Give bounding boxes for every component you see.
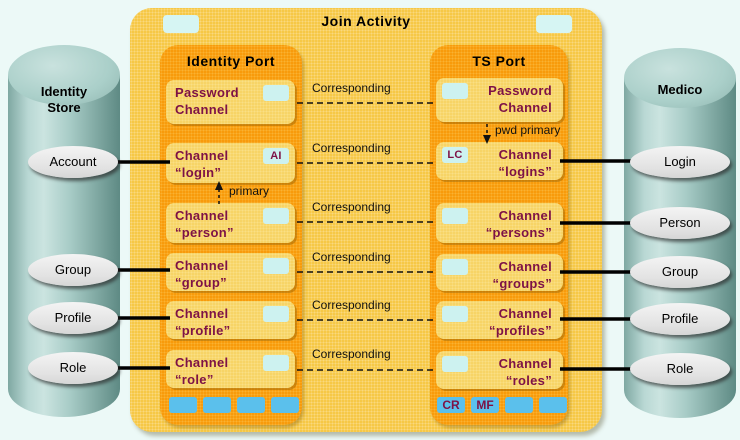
cr-badge: CR xyxy=(437,397,465,413)
ts-channel-persons: Channel “persons” xyxy=(436,203,563,243)
channel-label-line2: Channel xyxy=(498,100,552,115)
pwd-primary-label: pwd primary xyxy=(495,123,561,137)
channel-badge xyxy=(263,258,289,274)
channel-label-line1: Channel xyxy=(498,147,552,162)
corresponding-label-5: Corresponding xyxy=(312,298,391,312)
corresponding-label-1: Corresponding xyxy=(312,81,391,95)
identity-store-cylinder-top xyxy=(8,45,120,105)
channel-label-line1: Channel xyxy=(498,259,552,274)
ts-port-footer: CR MF xyxy=(437,397,567,413)
entity-group-left: Group xyxy=(28,254,118,286)
identity-channel-role: Channel “role” xyxy=(166,350,295,388)
footer-square xyxy=(237,397,265,413)
channel-label-line2: “role” xyxy=(175,372,214,387)
ts-port-title: TS Port xyxy=(472,53,526,69)
footer-square xyxy=(505,397,533,413)
channel-badge xyxy=(442,306,468,322)
channel-label-line2: “roles” xyxy=(505,373,552,388)
channel-badge xyxy=(442,356,468,372)
entity-person: Person xyxy=(630,207,730,239)
identity-channel-person: Channel “person” xyxy=(166,203,295,243)
footer-square xyxy=(169,397,197,413)
channel-badge xyxy=(442,83,468,99)
channel-label-line1: Channel xyxy=(498,208,552,223)
channel-label-line1: Channel xyxy=(498,306,552,321)
ts-channel-roles: Channel “roles” xyxy=(436,351,563,389)
channel-label-line2: “person” xyxy=(175,225,234,240)
entity-group-right: Group xyxy=(630,256,730,288)
identity-channel-group: Channel “group” xyxy=(166,253,295,291)
medico-cylinder-top xyxy=(624,48,736,108)
corresponding-label-3: Corresponding xyxy=(312,200,391,214)
channel-label-line1: Channel xyxy=(175,258,229,273)
join-activity-title: Join Activity xyxy=(321,13,411,29)
mf-badge: MF xyxy=(471,397,499,413)
footer-square xyxy=(203,397,231,413)
medico-label: Medico xyxy=(657,82,703,97)
channel-badge xyxy=(442,208,468,224)
ts-channel-password: Password Channel xyxy=(436,78,563,122)
ai-badge: AI xyxy=(263,148,289,164)
corresponding-label-6: Corresponding xyxy=(312,347,391,361)
footer-square xyxy=(539,397,567,413)
ts-channel-logins: Channel “logins” LC xyxy=(436,142,563,180)
lc-badge: LC xyxy=(442,147,468,163)
decor-square-left xyxy=(163,15,199,33)
channel-label-line1: Channel xyxy=(498,356,552,371)
channel-badge xyxy=(263,85,289,101)
entity-role-left: Role xyxy=(28,352,118,384)
channel-badge xyxy=(263,355,289,371)
channel-label-line2: “groups” xyxy=(492,276,552,291)
corresponding-label-4: Corresponding xyxy=(312,250,391,264)
channel-label-line1: Channel xyxy=(175,208,229,223)
channel-label-line2: “profile” xyxy=(175,323,231,338)
channel-label-line1: Channel xyxy=(175,148,229,163)
entity-profile-left: Profile xyxy=(28,302,118,334)
entity-role-right: Role xyxy=(630,353,730,385)
channel-badge xyxy=(263,306,289,322)
identity-store-label: Identity Store xyxy=(40,84,88,115)
channel-label-line1: Password xyxy=(488,83,552,98)
channel-label-line2: “persons” xyxy=(485,225,552,240)
channel-label-line2: “login” xyxy=(175,165,222,180)
entity-login: Login xyxy=(630,146,730,178)
primary-label: primary xyxy=(229,184,270,198)
channel-label-line1: Channel xyxy=(175,355,229,370)
channel-label-line2: “group” xyxy=(175,275,227,290)
ts-channel-groups: Channel “groups” xyxy=(436,254,563,291)
footer-square xyxy=(271,397,299,413)
entity-account: Account xyxy=(28,146,118,178)
identity-channel-profile: Channel “profile” xyxy=(166,301,295,339)
channel-badge xyxy=(442,259,468,275)
channel-badge xyxy=(263,208,289,224)
identity-port-title: Identity Port xyxy=(186,53,276,69)
identity-port-footer xyxy=(169,397,299,413)
channel-label-line2: Channel xyxy=(175,102,229,117)
channel-label-line2: “profiles” xyxy=(489,323,552,338)
channel-label-line2: “logins” xyxy=(498,164,552,179)
entity-profile-right: Profile xyxy=(630,303,730,335)
decor-square-right xyxy=(536,15,572,33)
identity-channel-password: Password Channel xyxy=(166,80,295,124)
corresponding-label-2: Corresponding xyxy=(312,141,391,155)
channel-label-line1: Password xyxy=(175,85,239,100)
ts-channel-profiles: Channel “profiles” xyxy=(436,301,563,339)
identity-channel-login: Channel “login” AI xyxy=(166,143,295,183)
channel-label-line1: Channel xyxy=(175,306,229,321)
